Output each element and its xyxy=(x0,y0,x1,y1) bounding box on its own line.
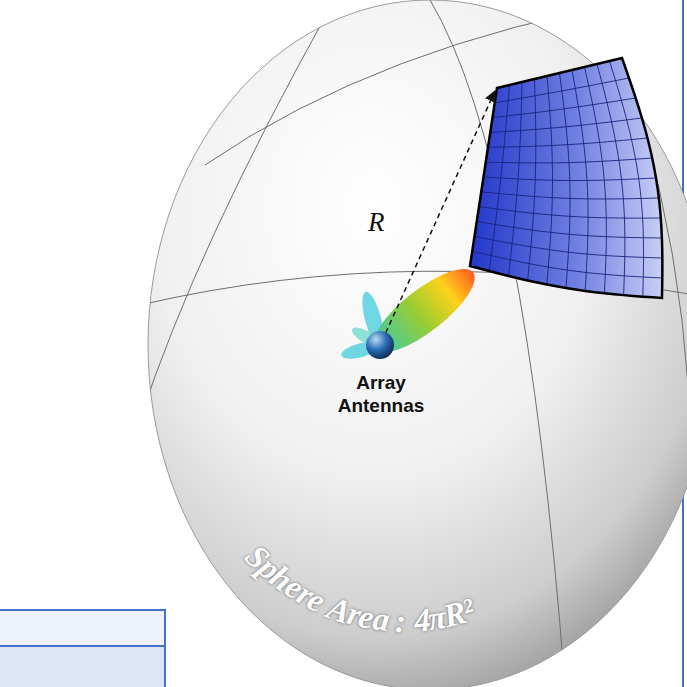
sphere xyxy=(148,0,687,687)
patch-grid-line xyxy=(477,222,662,239)
patch-grid-line xyxy=(493,98,636,118)
patch-grid-line xyxy=(475,236,663,258)
patch-border xyxy=(470,58,662,298)
sphere-grid xyxy=(140,0,687,687)
patch-grid-line xyxy=(488,138,647,147)
patch-grid-line xyxy=(486,158,652,163)
patch-grid-line xyxy=(479,207,661,218)
arc-character: : xyxy=(395,605,407,638)
table-fragment xyxy=(0,610,165,687)
sphere-area-label: Sphere Area : 4πR² xyxy=(224,525,502,655)
patch-grid-line xyxy=(490,118,642,133)
patch-grid-line xyxy=(484,177,657,181)
arc-character: a xyxy=(371,603,391,638)
patch-fill xyxy=(470,58,662,298)
radius-label: R xyxy=(368,208,385,238)
radius-arrow xyxy=(382,91,495,341)
patch-grid-line xyxy=(495,78,629,103)
surface-patch xyxy=(470,58,662,298)
antenna-ball xyxy=(366,331,394,359)
patch-grid-line xyxy=(481,192,659,199)
antenna-label: Array Antennas xyxy=(322,372,440,418)
